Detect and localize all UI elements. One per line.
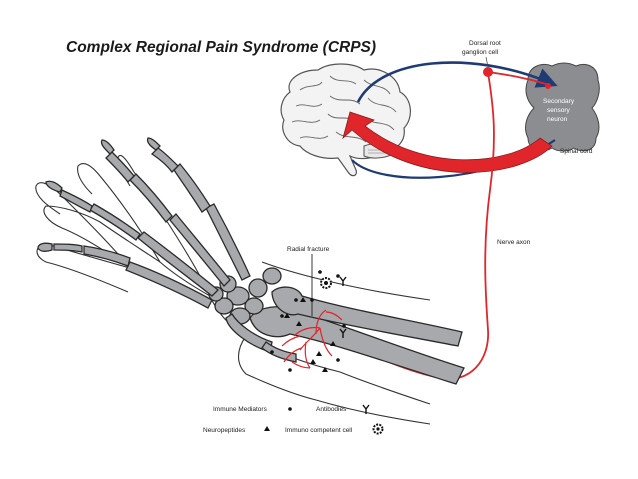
- legend-antibody-icon: [362, 404, 370, 414]
- antibody-icons: [339, 276, 347, 338]
- legend-dot-icon: [288, 407, 292, 411]
- forearm-skin-edge: [261, 261, 431, 301]
- dorsal-root-label-1: Dorsal root: [469, 40, 501, 47]
- descending-pathway-top: [356, 61, 558, 103]
- immune-cell-icon: [320, 277, 332, 289]
- nerve-endings: [281, 309, 343, 369]
- legend-neuropeptides-label: Neuropeptides: [203, 427, 246, 434]
- legend-antibodies-label: Antibodies: [316, 406, 347, 413]
- legend-immune-cell-label: Immuno competent cell: [285, 427, 353, 434]
- nerve-axon-label: Nerve axon: [497, 239, 531, 246]
- ulna-bone: [271, 286, 463, 347]
- secondary-label-1: Secondary: [543, 98, 575, 105]
- page-title: Complex Regional Pain Syndrome (CRPS): [66, 39, 376, 56]
- legend-immune-mediators-label: Immune Mediators: [213, 406, 268, 413]
- secondary-label-2: sensory: [547, 107, 571, 114]
- legend: Immune Mediators Antibodies Neuropeptide…: [203, 404, 384, 435]
- radial-fracture-label: Radial fracture: [287, 246, 330, 253]
- ascending-pain-arrow: [342, 111, 553, 173]
- hand-bones: [37, 137, 465, 385]
- immune-mediator-dots: [270, 270, 346, 372]
- brain-icon: [280, 63, 411, 177]
- spinal-cord-label: Spinal cord: [560, 148, 593, 155]
- neuropeptide-triangles: [284, 297, 336, 372]
- ganglion-axon: [487, 71, 547, 85]
- dorsal-root-label-2: ganglion cell: [462, 49, 499, 56]
- secondary-label-3: neuron: [547, 116, 568, 123]
- legend-triangle-icon: [264, 426, 270, 431]
